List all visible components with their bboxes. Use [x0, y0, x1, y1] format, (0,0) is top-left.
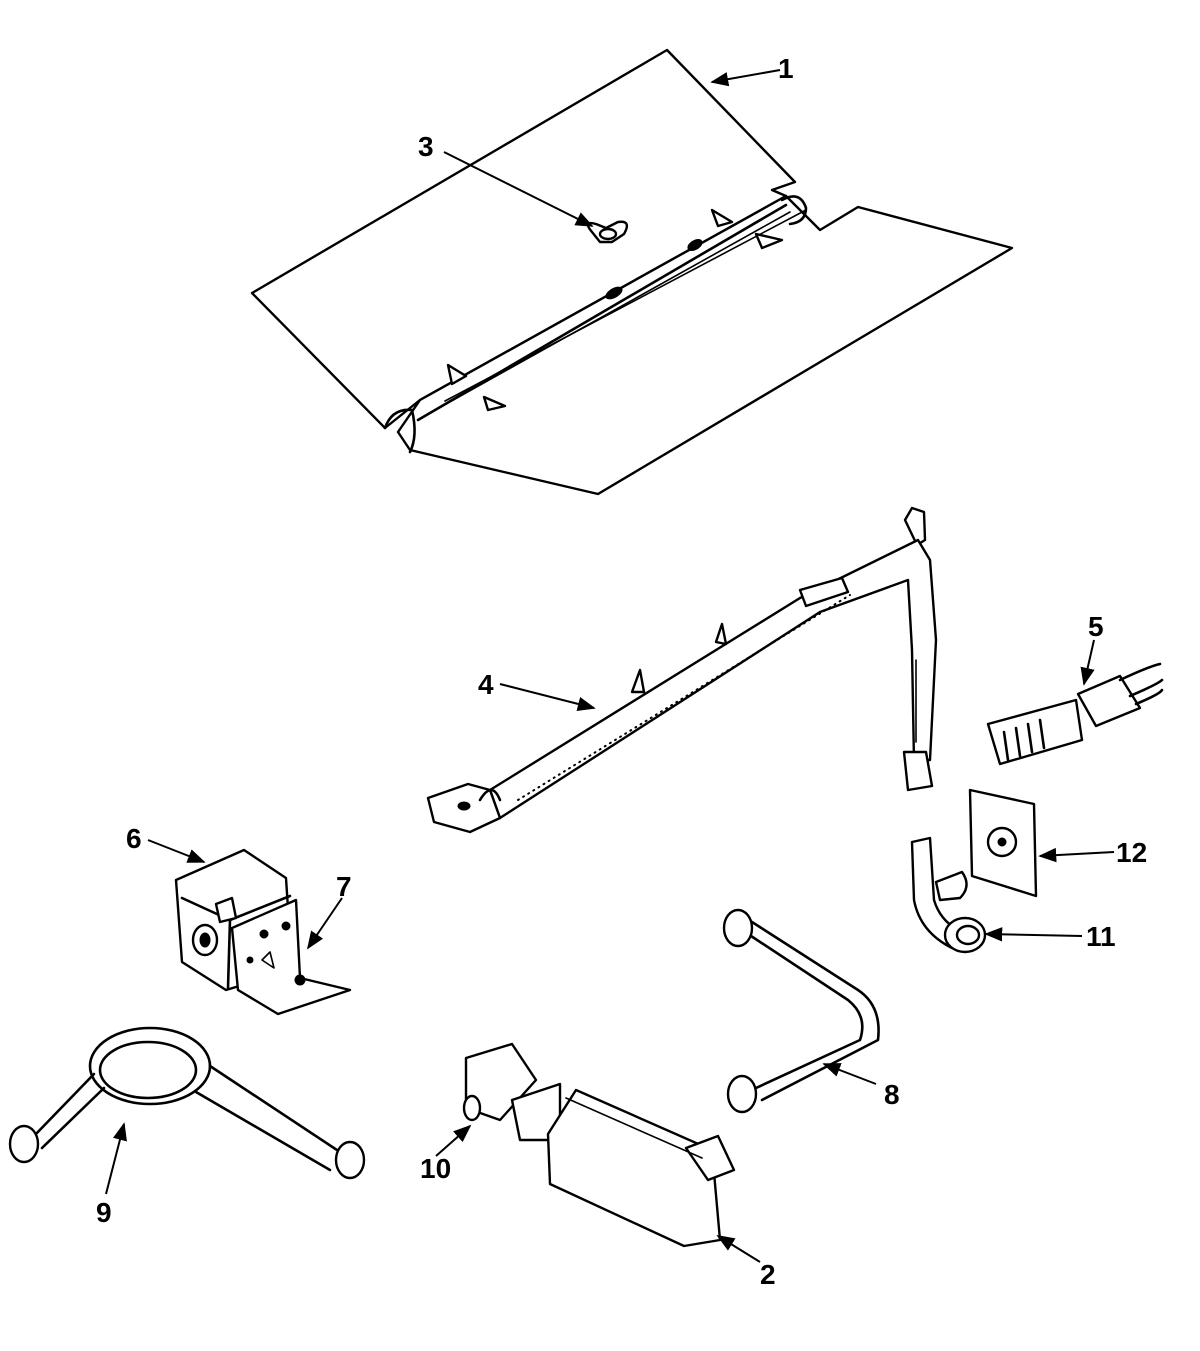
callout-5: 5: [1088, 611, 1104, 642]
part-5-igniter: [986, 662, 1164, 766]
part-3-wing-nut: [586, 220, 629, 244]
callout-9: 9: [96, 1197, 112, 1228]
part-1-baffle: [250, 48, 1014, 496]
part-4-burner: [426, 506, 938, 834]
callout-4: 4: [478, 669, 494, 700]
callout-7: 7: [336, 871, 352, 902]
part-9-coil: [8, 1026, 366, 1180]
part-2-burner: [462, 1042, 736, 1248]
part-7-bracket: [230, 898, 352, 1016]
part-8-tube: [722, 908, 880, 1114]
callout-12: 12: [1116, 837, 1147, 868]
leader-lines: [105, 69, 1115, 1263]
callout-1: 1: [778, 53, 794, 84]
callout-labels: 1 3 4 5 6 7 12 11 8 9 10 2: [96, 53, 1147, 1290]
callout-3: 3: [418, 131, 434, 162]
part-11-elbow: [910, 836, 987, 954]
callout-11: 11: [1086, 921, 1116, 952]
callout-6: 6: [126, 823, 142, 854]
callout-10: 10: [420, 1153, 451, 1184]
part-12-igniter-bracket: [968, 788, 1038, 898]
callout-2: 2: [760, 1259, 776, 1290]
callout-8: 8: [884, 1079, 900, 1110]
